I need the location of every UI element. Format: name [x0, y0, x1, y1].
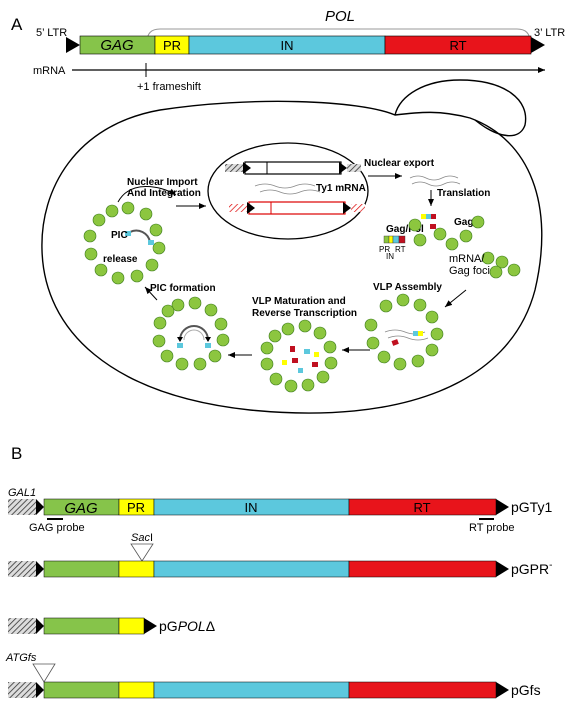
- gal1-label: GAL1: [8, 487, 36, 499]
- translation-label: Translation: [437, 188, 490, 199]
- pic-release-label-1: PIC: [111, 230, 128, 241]
- in-small-label: IN: [386, 252, 394, 261]
- construct-pgpol-delta: [8, 617, 157, 635]
- saci-marker: [130, 543, 154, 562]
- plasmid-pgpol-delta: pGPOLΔ: [159, 618, 215, 634]
- pic-release-particle: [83, 186, 177, 285]
- ltr3-label: 3’ LTR: [534, 27, 565, 39]
- b-pr-text: PR: [127, 500, 145, 515]
- atgfs-marker: [32, 663, 56, 683]
- construct-pgpr-minus: [8, 560, 509, 578]
- ltr3-triangle: [531, 37, 545, 53]
- ltr5-label: 5’ LTR: [36, 27, 67, 39]
- gag-pol-molecule: [383, 235, 406, 244]
- assembly-arrow: [444, 289, 467, 308]
- pic-formation-label: PIC formation: [150, 283, 216, 294]
- cell-bud: [394, 79, 527, 137]
- ltr5-triangle: [66, 37, 80, 53]
- ty1-dna-black: [244, 161, 342, 175]
- ty1-red-flank-right: [351, 204, 365, 212]
- plasmid-pgfs: pGfs: [511, 682, 541, 698]
- construct-pgfs: [8, 681, 509, 699]
- nuclear-export-label: Nuclear export: [364, 158, 435, 169]
- rt-text: RT: [449, 38, 466, 53]
- pic-formation-particle: [152, 296, 230, 371]
- mrna-squiggle: [254, 183, 316, 189]
- gag-label: Gag: [454, 217, 473, 228]
- panel-b-label: B: [11, 444, 22, 463]
- pr-text: PR: [163, 38, 181, 53]
- gag-probe-label: GAG probe: [29, 522, 85, 534]
- gag-text: GAG: [100, 37, 134, 54]
- ty1-red-flank-left: [229, 204, 247, 212]
- frameshift-label: +1 frameshift: [137, 81, 201, 93]
- panel-a-label: A: [11, 15, 23, 34]
- ty1-dna-flank-right: [347, 164, 361, 172]
- b-rt-text: RT: [413, 500, 430, 515]
- ty1-dna-red: [248, 201, 346, 215]
- nuclear-import-label-1: Nuclear Import: [127, 177, 198, 188]
- pol-bracket: [146, 28, 531, 43]
- plasmid-pgpr: pGPR-: [511, 560, 552, 577]
- b-in-text: IN: [245, 500, 258, 515]
- construct-pgty1: [8, 498, 509, 516]
- pol-label: POL: [325, 8, 355, 25]
- vlp-maturation-label-2: Reverse Transcription: [252, 308, 357, 319]
- gag-pol-piece: [421, 214, 436, 229]
- b-gag-text: GAG: [64, 500, 98, 517]
- in-text: IN: [281, 38, 294, 53]
- plasmid-pgty1: pGTy1: [511, 499, 552, 515]
- atgfs-label: ATGfs: [5, 652, 37, 664]
- vlp-assembly-label: VLP Assembly: [373, 282, 442, 293]
- pic-release-arrow: [144, 286, 158, 301]
- nuclear-import-label-2: And Integration: [127, 188, 201, 199]
- rt-small-label: RT: [395, 245, 406, 254]
- pr-small-label: PR: [379, 245, 390, 254]
- ty1-mrna-label: Ty1 mRNA: [316, 183, 366, 194]
- vlp-maturation-particle: [260, 319, 338, 393]
- mrna-label: mRNA: [33, 65, 66, 77]
- cell-outline: [41, 100, 543, 414]
- saci-label: SacI: [131, 532, 153, 544]
- ty1-dna-flank-left: [225, 164, 243, 172]
- foci-label-2: Gag foci: [449, 265, 490, 277]
- vlp-assembly-particle: [364, 293, 444, 371]
- vlp-maturation-label-1: VLP Maturation and: [252, 296, 346, 307]
- rt-probe-label: RT probe: [469, 522, 514, 534]
- gag-pol-label: Gag/Pol: [386, 224, 424, 235]
- pic-release-label-2: release: [103, 254, 138, 265]
- foci-label-1: mRNA/: [449, 253, 485, 265]
